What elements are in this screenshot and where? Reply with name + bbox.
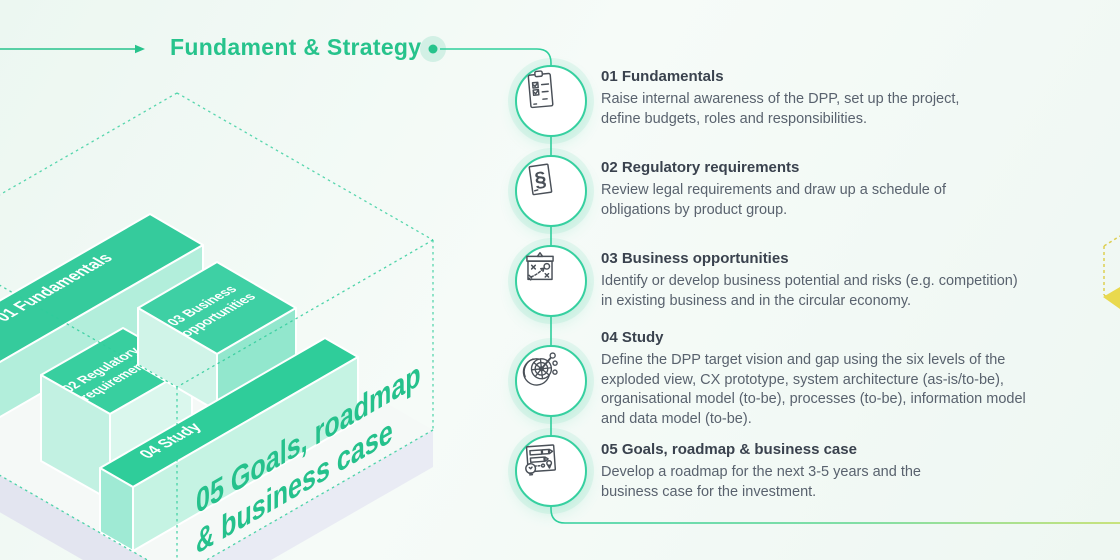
step-4-circle: [515, 345, 587, 417]
step-1-text: 01 Fundamentals Raise internal awareness…: [601, 68, 1081, 129]
step-5-circle: [515, 435, 587, 507]
dotted-box-front-edges: [0, 239, 434, 560]
step-3-heading: 03 Business opportunities: [601, 250, 789, 267]
step-2-body: Review legal requirements and draw up a …: [601, 182, 946, 218]
paragraph-document-icon: §: [528, 163, 553, 196]
step-2-text: 02 Regulatory requirements Review legal …: [601, 159, 1081, 220]
page-title: Fundament & Strategy: [170, 34, 422, 60]
roadmap-lightbulb-icon: [525, 444, 557, 476]
step-1-body: Raise internal awareness of the DPP, set…: [601, 91, 960, 127]
block-04-study: [99, 337, 359, 552]
step-1-circle: [515, 65, 587, 137]
step-5-body: Develop a roadmap for the next 3-5 years…: [601, 464, 921, 500]
strategy-board-icon: [526, 252, 554, 281]
exploded-view-wheel-icon: [522, 352, 558, 386]
step-5-heading: 05 Goals, roadmap & business case: [601, 441, 857, 458]
clipboard-checklist-icon: [527, 70, 554, 109]
step-3-text: 03 Business opportunities Identify or de…: [601, 250, 1081, 311]
step-3-body: Identify or develop business potential a…: [601, 273, 1018, 309]
step-3-circle: [515, 245, 587, 317]
step-1-heading: 01 Fundamentals: [601, 68, 724, 85]
title-arrow: [0, 44, 145, 54]
step-2-circle: §: [515, 155, 587, 227]
step-4-body: Define the DPP target vision and gap usi…: [601, 352, 1026, 427]
step-4-heading: 04 Study: [601, 329, 664, 346]
step-2-heading: 02 Regulatory requirements: [601, 159, 800, 176]
block-03-business: [137, 261, 297, 412]
svg-text:§: §: [533, 168, 548, 192]
step-5-text: 05 Goals, roadmap & business case Develo…: [601, 441, 1081, 502]
yellow-cube-fragment: [1103, 235, 1120, 309]
step-4-text: 04 Study Define the DPP target vision an…: [601, 329, 1081, 429]
